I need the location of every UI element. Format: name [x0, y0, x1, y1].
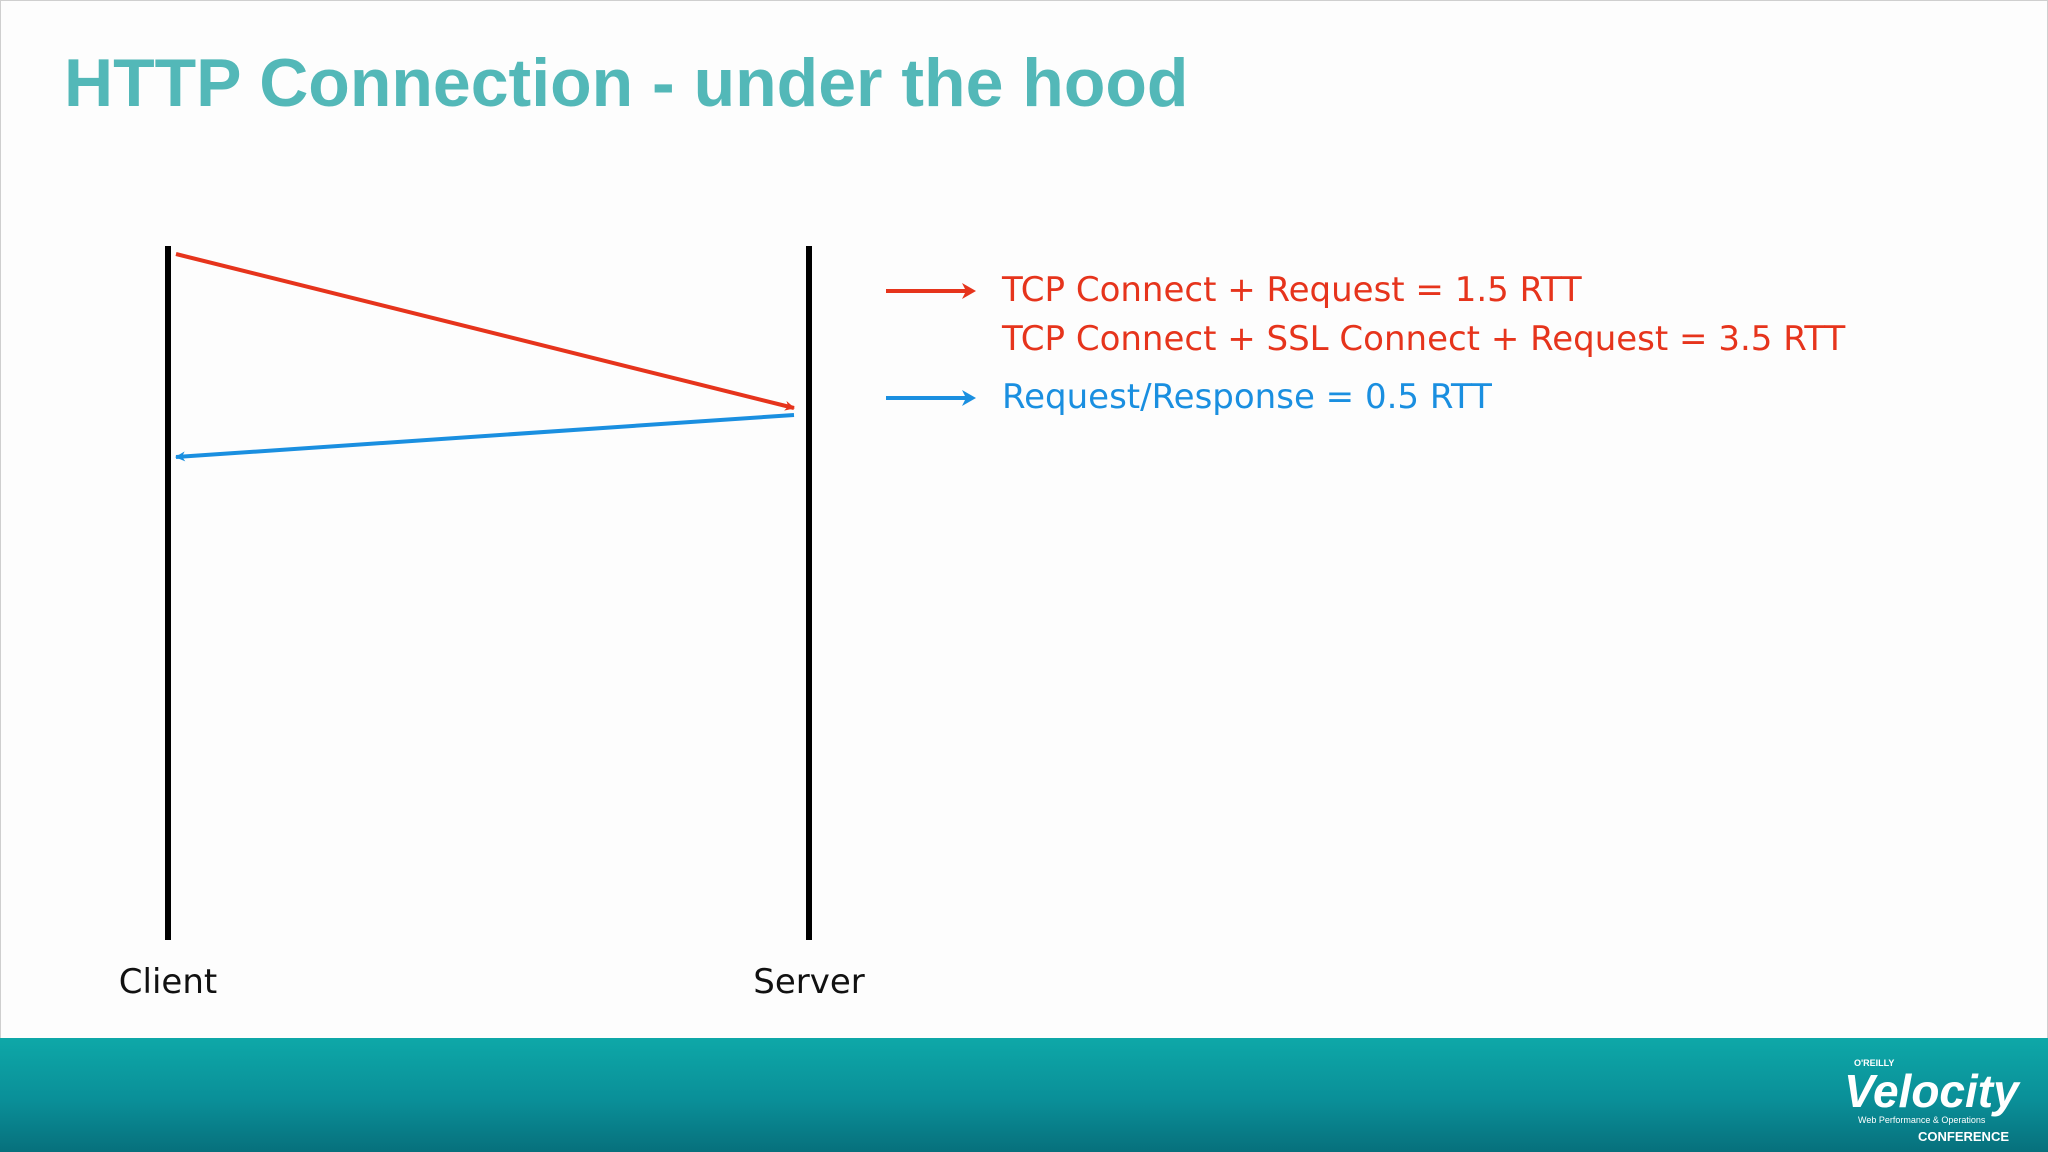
right-arrow-icon — [886, 283, 976, 299]
client-label: Client — [118, 962, 218, 1002]
footer-band — [0, 1038, 2048, 1152]
logo-name: Velocity — [1844, 1065, 2021, 1117]
legend-text-tcp-request: TCP Connect + Request = 1.5 RTT — [1002, 270, 1582, 310]
logo-event: CONFERENCE — [1918, 1129, 2009, 1144]
legend-text-tcp-ssl-request: TCP Connect + SSL Connect + Request = 3.… — [1002, 319, 1846, 359]
legend-item-blue: Request/Response = 0.5 RTT — [886, 373, 1492, 422]
legend-text-group: Request/Response = 0.5 RTT — [1002, 373, 1492, 422]
logo-tagline: Web Performance & Operations — [1858, 1115, 1986, 1125]
right-arrow-icon — [886, 390, 976, 406]
slide-title: HTTP Connection - under the hood — [64, 45, 1189, 121]
logo-publisher: O'REILLY — [1854, 1058, 1894, 1068]
request-arrow — [175, 252, 795, 411]
velocity-logo: O'REILLY Velocity Web Performance & Oper… — [1844, 1058, 2021, 1144]
legend-text-group: TCP Connect + Request = 1.5 RTT TCP Conn… — [1002, 266, 1845, 364]
server-label: Server — [753, 962, 865, 1002]
response-arrow — [175, 413, 795, 462]
legend-item-red: TCP Connect + Request = 1.5 RTT TCP Conn… — [886, 266, 1845, 364]
legend-text-request-response: Request/Response = 0.5 RTT — [1002, 377, 1492, 417]
